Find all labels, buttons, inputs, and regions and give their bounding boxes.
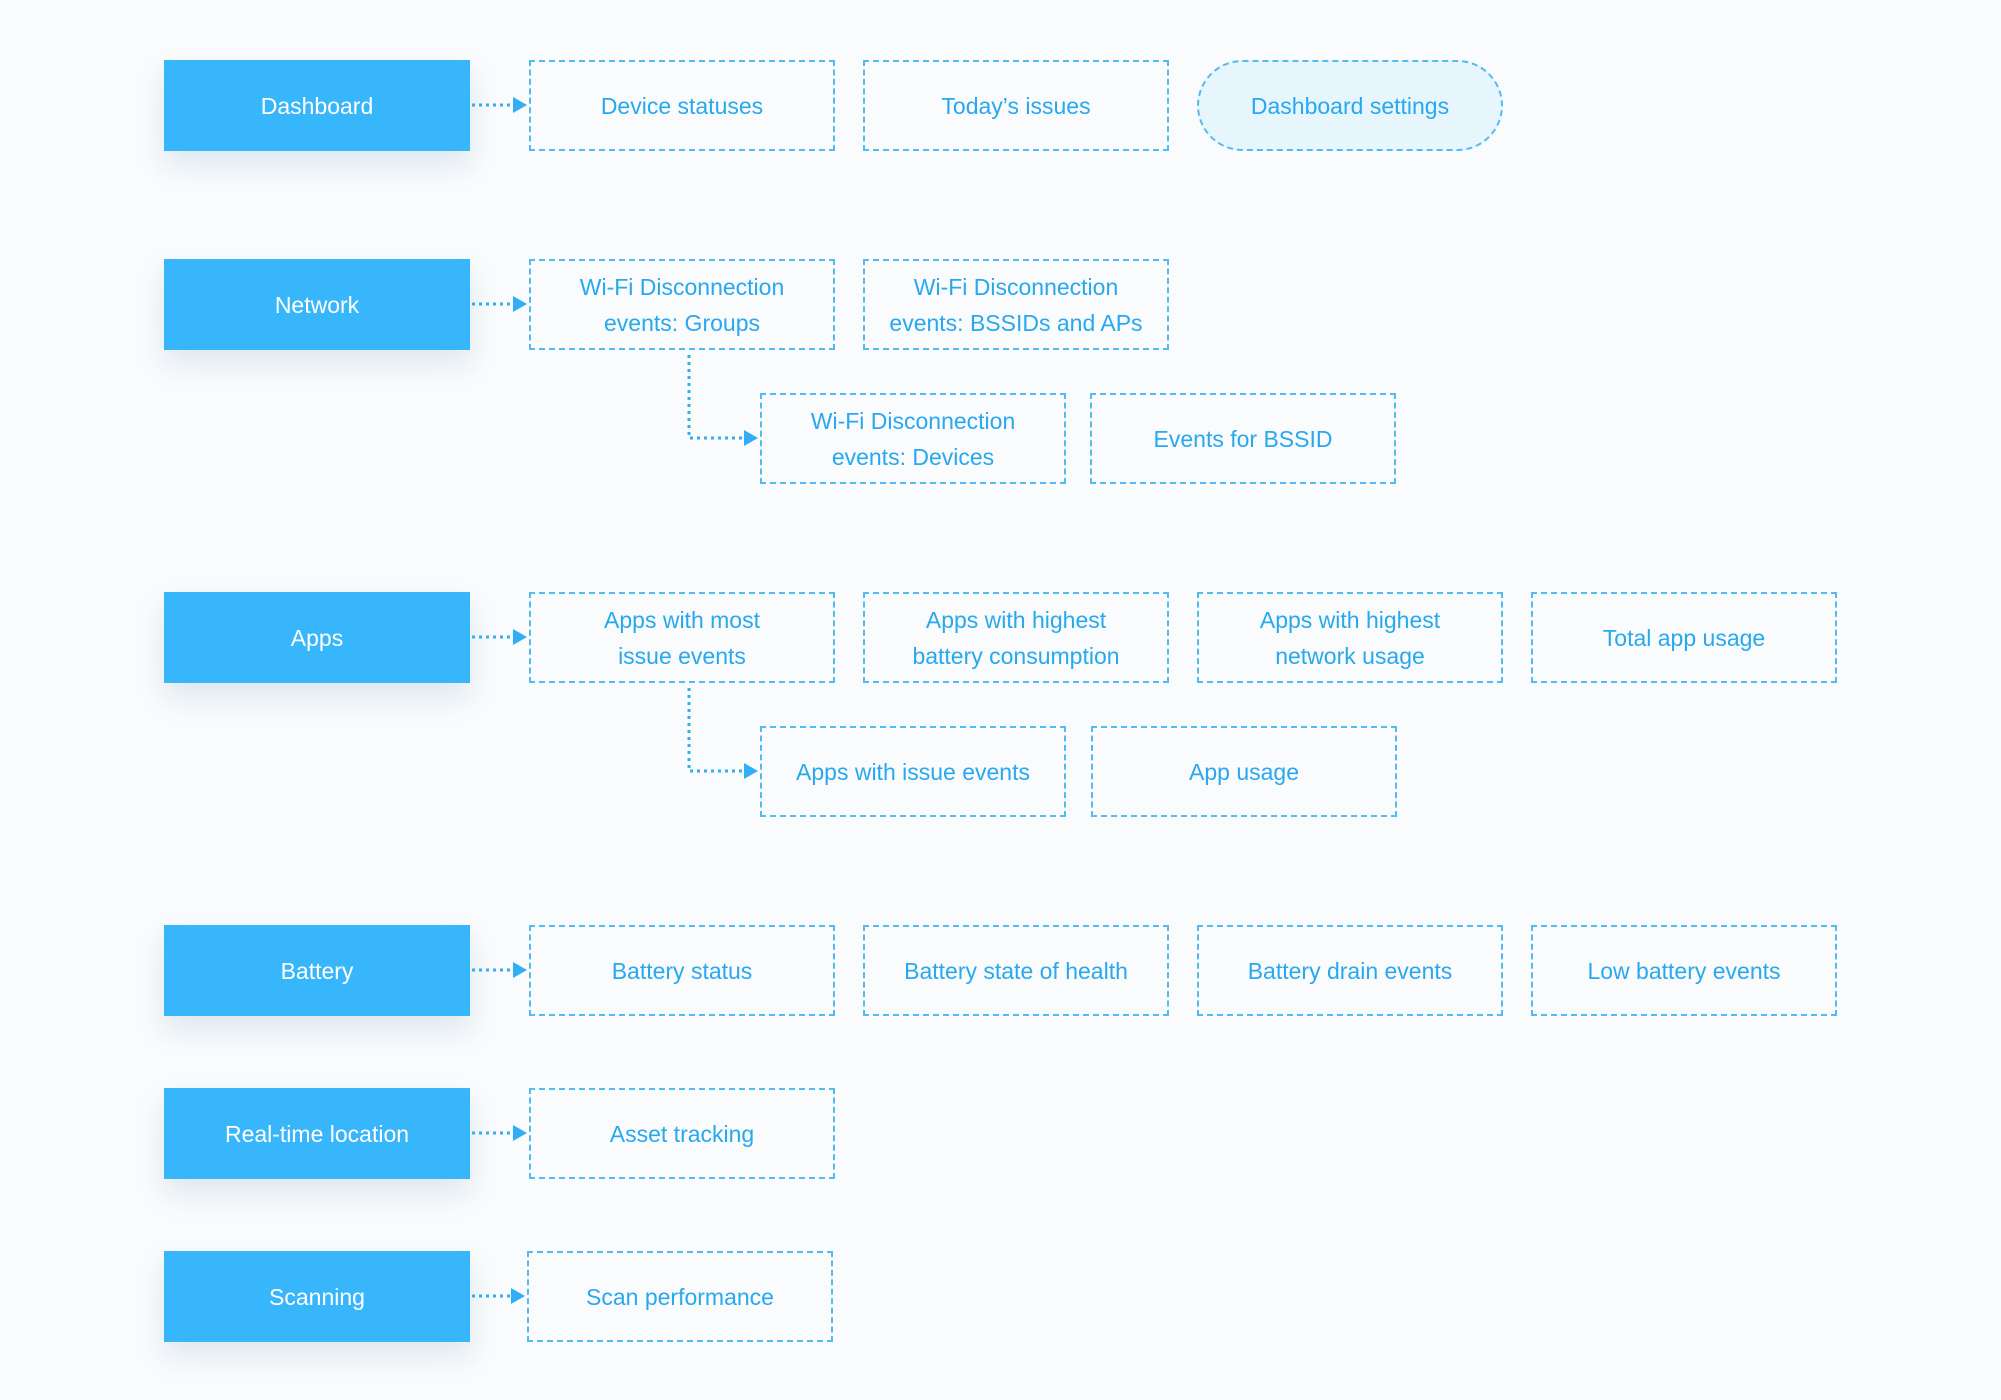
- apps-most-issue-events-node[interactable]: Apps with most issue events: [529, 592, 835, 683]
- wifi-disconnection-groups-node[interactable]: Wi-Fi Disconnection events: Groups: [529, 259, 835, 350]
- apps-node[interactable]: Apps: [164, 592, 470, 683]
- connector-realtime-location: [472, 1125, 527, 1141]
- connector-network: [472, 296, 527, 312]
- wifi-disconnection-bssids-node[interactable]: Wi-Fi Disconnection events: BSSIDs and A…: [863, 259, 1169, 350]
- network-node[interactable]: Network: [164, 259, 470, 350]
- connector-dashboard: [472, 97, 527, 113]
- connector-apps-sub: [687, 688, 758, 779]
- connector-network-sub: [687, 355, 758, 446]
- asset-tracking-node[interactable]: Asset tracking: [529, 1088, 835, 1179]
- events-for-bssid-node[interactable]: Events for BSSID: [1090, 393, 1396, 484]
- connector-apps: [472, 629, 527, 645]
- battery-state-of-health-node[interactable]: Battery state of health: [863, 925, 1169, 1016]
- todays-issues-node[interactable]: Today’s issues: [863, 60, 1169, 151]
- connector-battery: [472, 962, 527, 978]
- dashboard-node[interactable]: Dashboard: [164, 60, 470, 151]
- apps-highest-network-node[interactable]: Apps with highest network usage: [1197, 592, 1503, 683]
- apps-with-issue-events-node[interactable]: Apps with issue events: [760, 726, 1066, 817]
- wifi-disconnection-devices-node[interactable]: Wi-Fi Disconnection events: Devices: [760, 393, 1066, 484]
- low-battery-events-node[interactable]: Low battery events: [1531, 925, 1837, 1016]
- dashboard-settings-node[interactable]: Dashboard settings: [1197, 60, 1503, 151]
- scan-performance-node[interactable]: Scan performance: [527, 1251, 833, 1342]
- battery-status-node[interactable]: Battery status: [529, 925, 835, 1016]
- battery-drain-events-node[interactable]: Battery drain events: [1197, 925, 1503, 1016]
- realtime-location-node[interactable]: Real-time location: [164, 1088, 470, 1179]
- app-usage-node[interactable]: App usage: [1091, 726, 1397, 817]
- total-app-usage-node[interactable]: Total app usage: [1531, 592, 1837, 683]
- apps-highest-battery-node[interactable]: Apps with highest battery consumption: [863, 592, 1169, 683]
- scanning-node[interactable]: Scanning: [164, 1251, 470, 1342]
- connector-scanning: [472, 1288, 525, 1304]
- device-statuses-node[interactable]: Device statuses: [529, 60, 835, 151]
- battery-node[interactable]: Battery: [164, 925, 470, 1016]
